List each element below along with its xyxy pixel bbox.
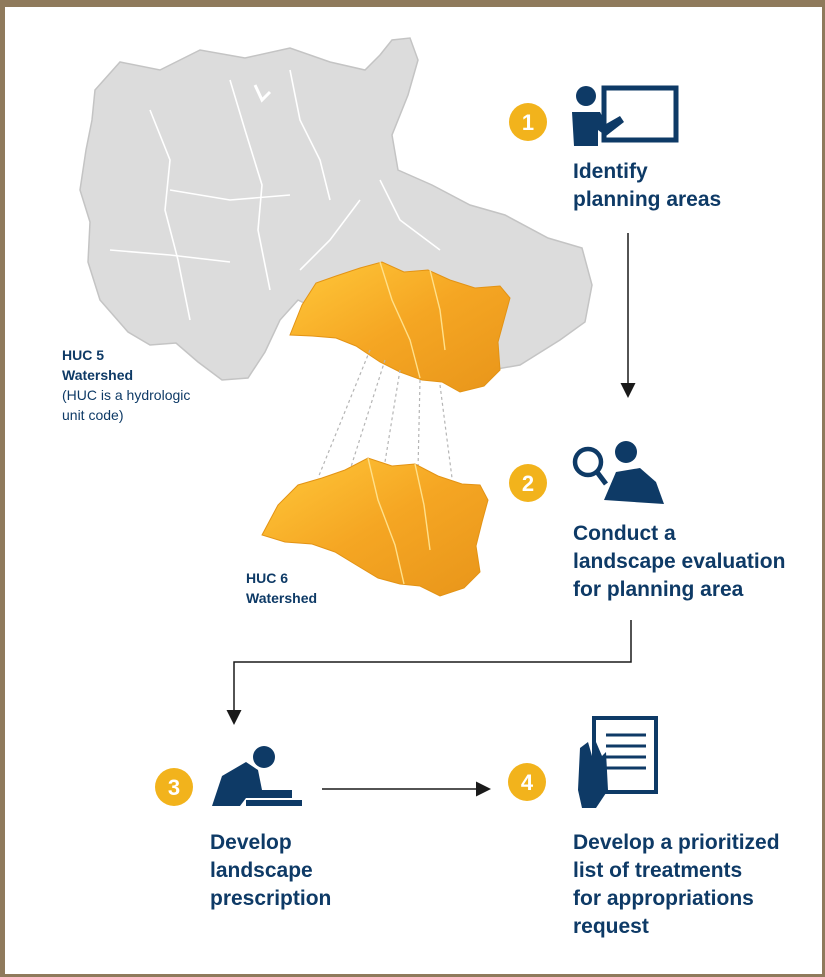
arrow-2-to-3 bbox=[226, 620, 632, 725]
huc5-note-line1: (HUC is a hydrologic bbox=[62, 387, 191, 403]
step-1-line1: Identify bbox=[573, 160, 648, 183]
step-4-label: Develop a prioritized list of treatments… bbox=[573, 829, 780, 941]
step-4-number: 4 bbox=[521, 770, 534, 795]
zoom-connectors bbox=[317, 349, 453, 479]
step-1-label: Identify planning areas bbox=[573, 158, 721, 214]
huc6-subtitle: Watershed bbox=[246, 590, 318, 606]
step-badges: 1 2 3 4 bbox=[155, 103, 547, 806]
step-4-line1: Develop a prioritized bbox=[573, 831, 780, 854]
flow-arrows bbox=[226, 233, 636, 797]
huc5-title: HUC 5 bbox=[62, 347, 105, 363]
step-3-line1: Develop bbox=[210, 831, 292, 854]
step-1-line2: planning areas bbox=[573, 188, 722, 211]
huc5-label: HUC 5 Watershed (HUC is a hydrologic uni… bbox=[62, 345, 190, 425]
hand-document-icon bbox=[578, 716, 658, 808]
huc6-map bbox=[261, 457, 489, 597]
step-2-line2: landscape evaluation bbox=[573, 550, 786, 573]
person-writing-icon bbox=[212, 746, 302, 806]
step-2-number: 2 bbox=[522, 471, 534, 496]
step-1-badge bbox=[509, 103, 547, 141]
huc6-title: HUC 6 bbox=[246, 570, 289, 586]
step-2-line1: Conduct a bbox=[573, 522, 676, 545]
huc6-label: HUC 6 Watershed bbox=[246, 568, 317, 608]
huc5-subtitle: Watershed bbox=[62, 367, 134, 383]
magnifier-person-icon bbox=[572, 441, 664, 504]
huc5-note-line2: unit code) bbox=[62, 407, 124, 423]
presenter-board-icon bbox=[572, 85, 679, 146]
step-3-line2: landscape bbox=[210, 859, 313, 882]
step-2-badge bbox=[509, 464, 547, 502]
step-3-line3: prescription bbox=[210, 887, 332, 910]
step-2-line3: for planning area bbox=[573, 578, 744, 601]
step-1-number: 1 bbox=[522, 110, 534, 135]
step-4-badge bbox=[508, 763, 546, 801]
step-4-line3: for appropriations bbox=[573, 887, 754, 910]
step-4-line2: list of treatments bbox=[573, 859, 743, 882]
step-4-line4: request bbox=[573, 915, 649, 938]
step-3-number: 3 bbox=[168, 775, 180, 800]
step-2-label: Conduct a landscape evaluation for plann… bbox=[573, 520, 785, 604]
huc6-highlight bbox=[289, 261, 511, 393]
step-3-badge bbox=[155, 768, 193, 806]
step-3-label: Develop landscape prescription bbox=[210, 829, 331, 913]
